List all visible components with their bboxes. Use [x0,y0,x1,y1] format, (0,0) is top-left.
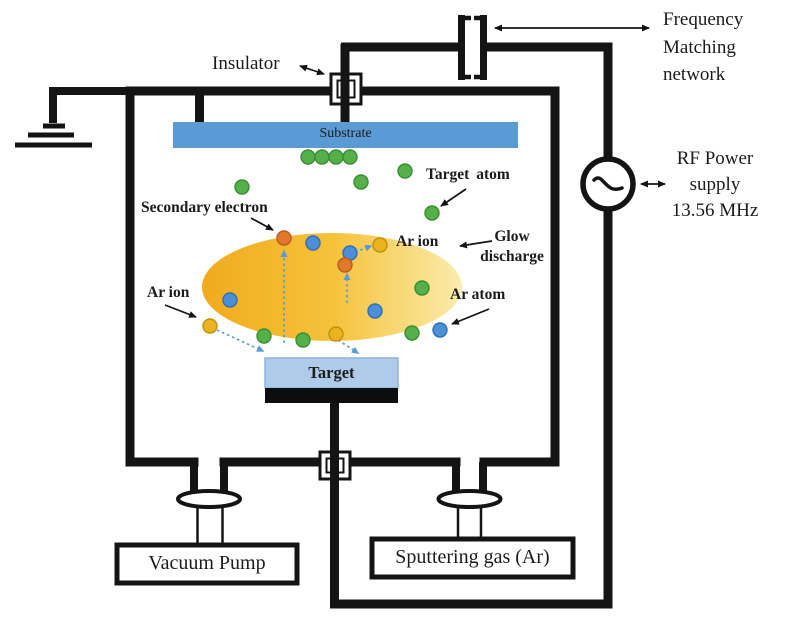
target-atom-arrow [440,188,467,207]
particle-target-atom [397,163,413,179]
ar-ion-left-arrow [164,304,197,318]
insulator-arrow [299,64,325,76]
rf-frequency-text: 13.56 MHz [671,200,759,222]
substrate-bar [173,122,518,148]
rf-wire-bottom-loop [330,208,613,609]
target-electrode [265,388,398,403]
particle-target-atom [424,205,440,221]
glow-discharge-arrow [459,240,493,249]
gas-flange [436,489,503,509]
particle-ar-ion [202,318,218,334]
particle-secondary-electron [337,257,353,273]
rf-source-icon [580,156,636,212]
particle-ar-ion [328,326,344,342]
target-label: Target [308,363,355,382]
particle-target-atom [342,149,358,165]
ion-to-target-arrow [216,329,265,352]
target-bar [264,357,399,389]
substrate-label: Substrate [319,126,372,141]
pump-flange [176,489,242,509]
particle-target-atom [256,328,272,344]
rf-power-supply-text: RF Power supply [676,148,754,196]
glow-discharge-label: Glow discharge [480,228,544,265]
sputtering-gas-port [436,462,503,540]
ar-atom-label: Ar atom [450,286,506,303]
dashed-motion-arrows [216,244,373,354]
vacuum-pump-port [176,462,242,545]
particle-ar-atom [432,322,448,338]
secondary-electron-label: Secondary electron [141,199,268,216]
particle-secondary-electron [276,230,292,246]
particle-ar-atom [222,292,238,308]
secondary-electron-arrow [250,217,274,231]
particle-ar-atom [367,303,383,319]
sputtering-gas-box [369,536,576,580]
annotation-arrows [164,24,666,325]
pump-port-opening [198,455,220,470]
gas-port-opening [460,455,480,470]
target-atom-label: Target atom [426,166,510,183]
vacuum-pump-label: Vacuum Pump [148,552,266,574]
sputtering-gas-label: Sputtering gas (Ar) [395,546,550,568]
vacuum-pump-box [114,542,300,586]
rf-wire-right-top [486,42,613,160]
frequency-matching-label: Frequency Matching network [663,9,744,86]
particle-target-atom [314,149,330,165]
rf-power-supply-label: RF Power supply 13.56 MHz [653,146,777,225]
particle-target-atom [353,174,369,190]
particle-target-atom [234,179,250,195]
particle-target-atom [328,149,344,165]
ar-ion-right-label: Ar ion [396,233,439,250]
capacitor-icon [458,15,487,80]
particle-target-atom [295,332,311,348]
particle-target-atom [300,149,316,165]
particle-ar-atom [305,235,321,251]
glow-discharge-ellipse [202,233,462,341]
insulator-label: Insulator [212,53,280,74]
particle-layer [202,149,448,348]
ar-atom-arrow [451,308,490,325]
ion-to-target-arrow [337,339,360,354]
particle-target-atom [414,280,430,296]
particle-target-atom [404,325,420,341]
ar-ion-left-label: Ar ion [147,284,190,301]
ground-symbol [15,87,132,148]
particle-ar-ion [372,237,388,253]
